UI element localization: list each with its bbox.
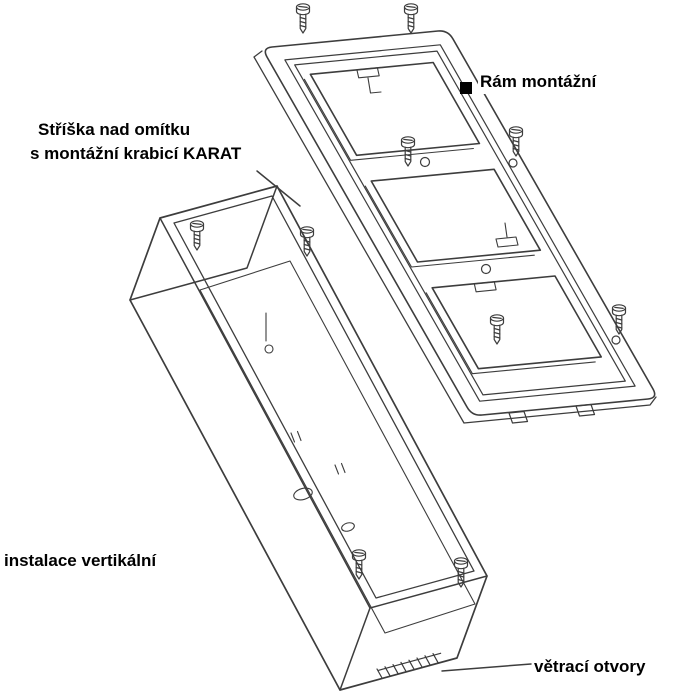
box-floor: [199, 260, 476, 634]
mounting-box-drawing: [129, 185, 488, 691]
label-canopy-line1: Stříška nad omítku: [38, 120, 191, 139]
leader-line-canopy: [256, 170, 301, 207]
screw-hole: [611, 335, 621, 345]
frame-opening-1: [309, 61, 481, 157]
cable-hole: [293, 487, 313, 501]
leader-lines: [256, 170, 532, 672]
floor-marks: [290, 430, 346, 475]
mounting-clip-1: [356, 67, 382, 94]
frame-opening-3: [431, 275, 602, 370]
box-inner-rim: [173, 195, 475, 599]
label-installation: instalace vertikální: [4, 551, 157, 570]
screw-hole: [508, 158, 518, 168]
mounting-frame-drawing: [253, 3, 657, 424]
label-vents: větrací otvory: [534, 657, 646, 676]
vent-hatch: [376, 653, 439, 679]
frame-opening-2: [370, 168, 542, 263]
frame-label-marker-icon: [460, 82, 472, 94]
mounting-clip-3: [473, 281, 497, 293]
label-canopy-line2: s montážní krabicí KARAT: [30, 143, 242, 163]
label-frame: Rám montážní: [478, 70, 599, 94]
interior-hole: [264, 344, 274, 354]
label-canopy: Stříška nad omítku s montážní krabicí KA…: [30, 118, 241, 166]
screw-hole: [419, 156, 431, 168]
screw-icon: [295, 3, 311, 34]
box-edges: [129, 185, 488, 691]
frame-outline: [264, 30, 656, 416]
ventilation-slots: [376, 652, 442, 679]
frame-inner-rim: [284, 44, 636, 402]
cable-hole: [341, 522, 355, 532]
screw-icon: [189, 220, 205, 251]
frame-feet: [508, 403, 596, 424]
frame-recess-rim: [294, 50, 626, 396]
frame-depth-edge: [253, 50, 657, 424]
mounting-clip-2: [495, 222, 519, 248]
opening-depth-lines: [303, 78, 596, 375]
screw-hole: [480, 263, 492, 275]
screw-icon: [403, 3, 419, 34]
leader-line-vents: [441, 663, 532, 672]
screw-icon: [489, 314, 505, 345]
